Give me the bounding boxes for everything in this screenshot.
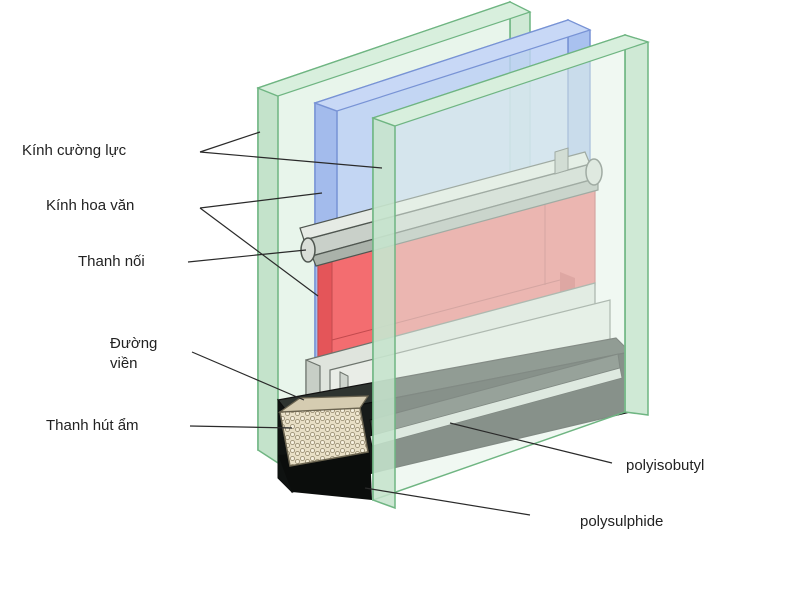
label-border-line2: viền [110, 355, 138, 372]
label-border-line1: Đường [110, 335, 158, 352]
bottom-fade [0, 540, 800, 600]
label-desiccant-bar: Thanh hút ẩm [46, 417, 139, 434]
label-patterned-glass: Kính hoa văn [46, 197, 135, 214]
desiccant-bar [277, 395, 370, 467]
label-tempered-glass: Kính cường lực [22, 142, 127, 159]
label-polysulphide: polysulphide [580, 513, 664, 530]
label-polyisobutyl: polyisobutyl [626, 457, 705, 474]
front-glass-pane [371, 33, 650, 510]
label-connector-bar: Thanh nối [78, 253, 145, 270]
leader-lines [187, 131, 613, 516]
